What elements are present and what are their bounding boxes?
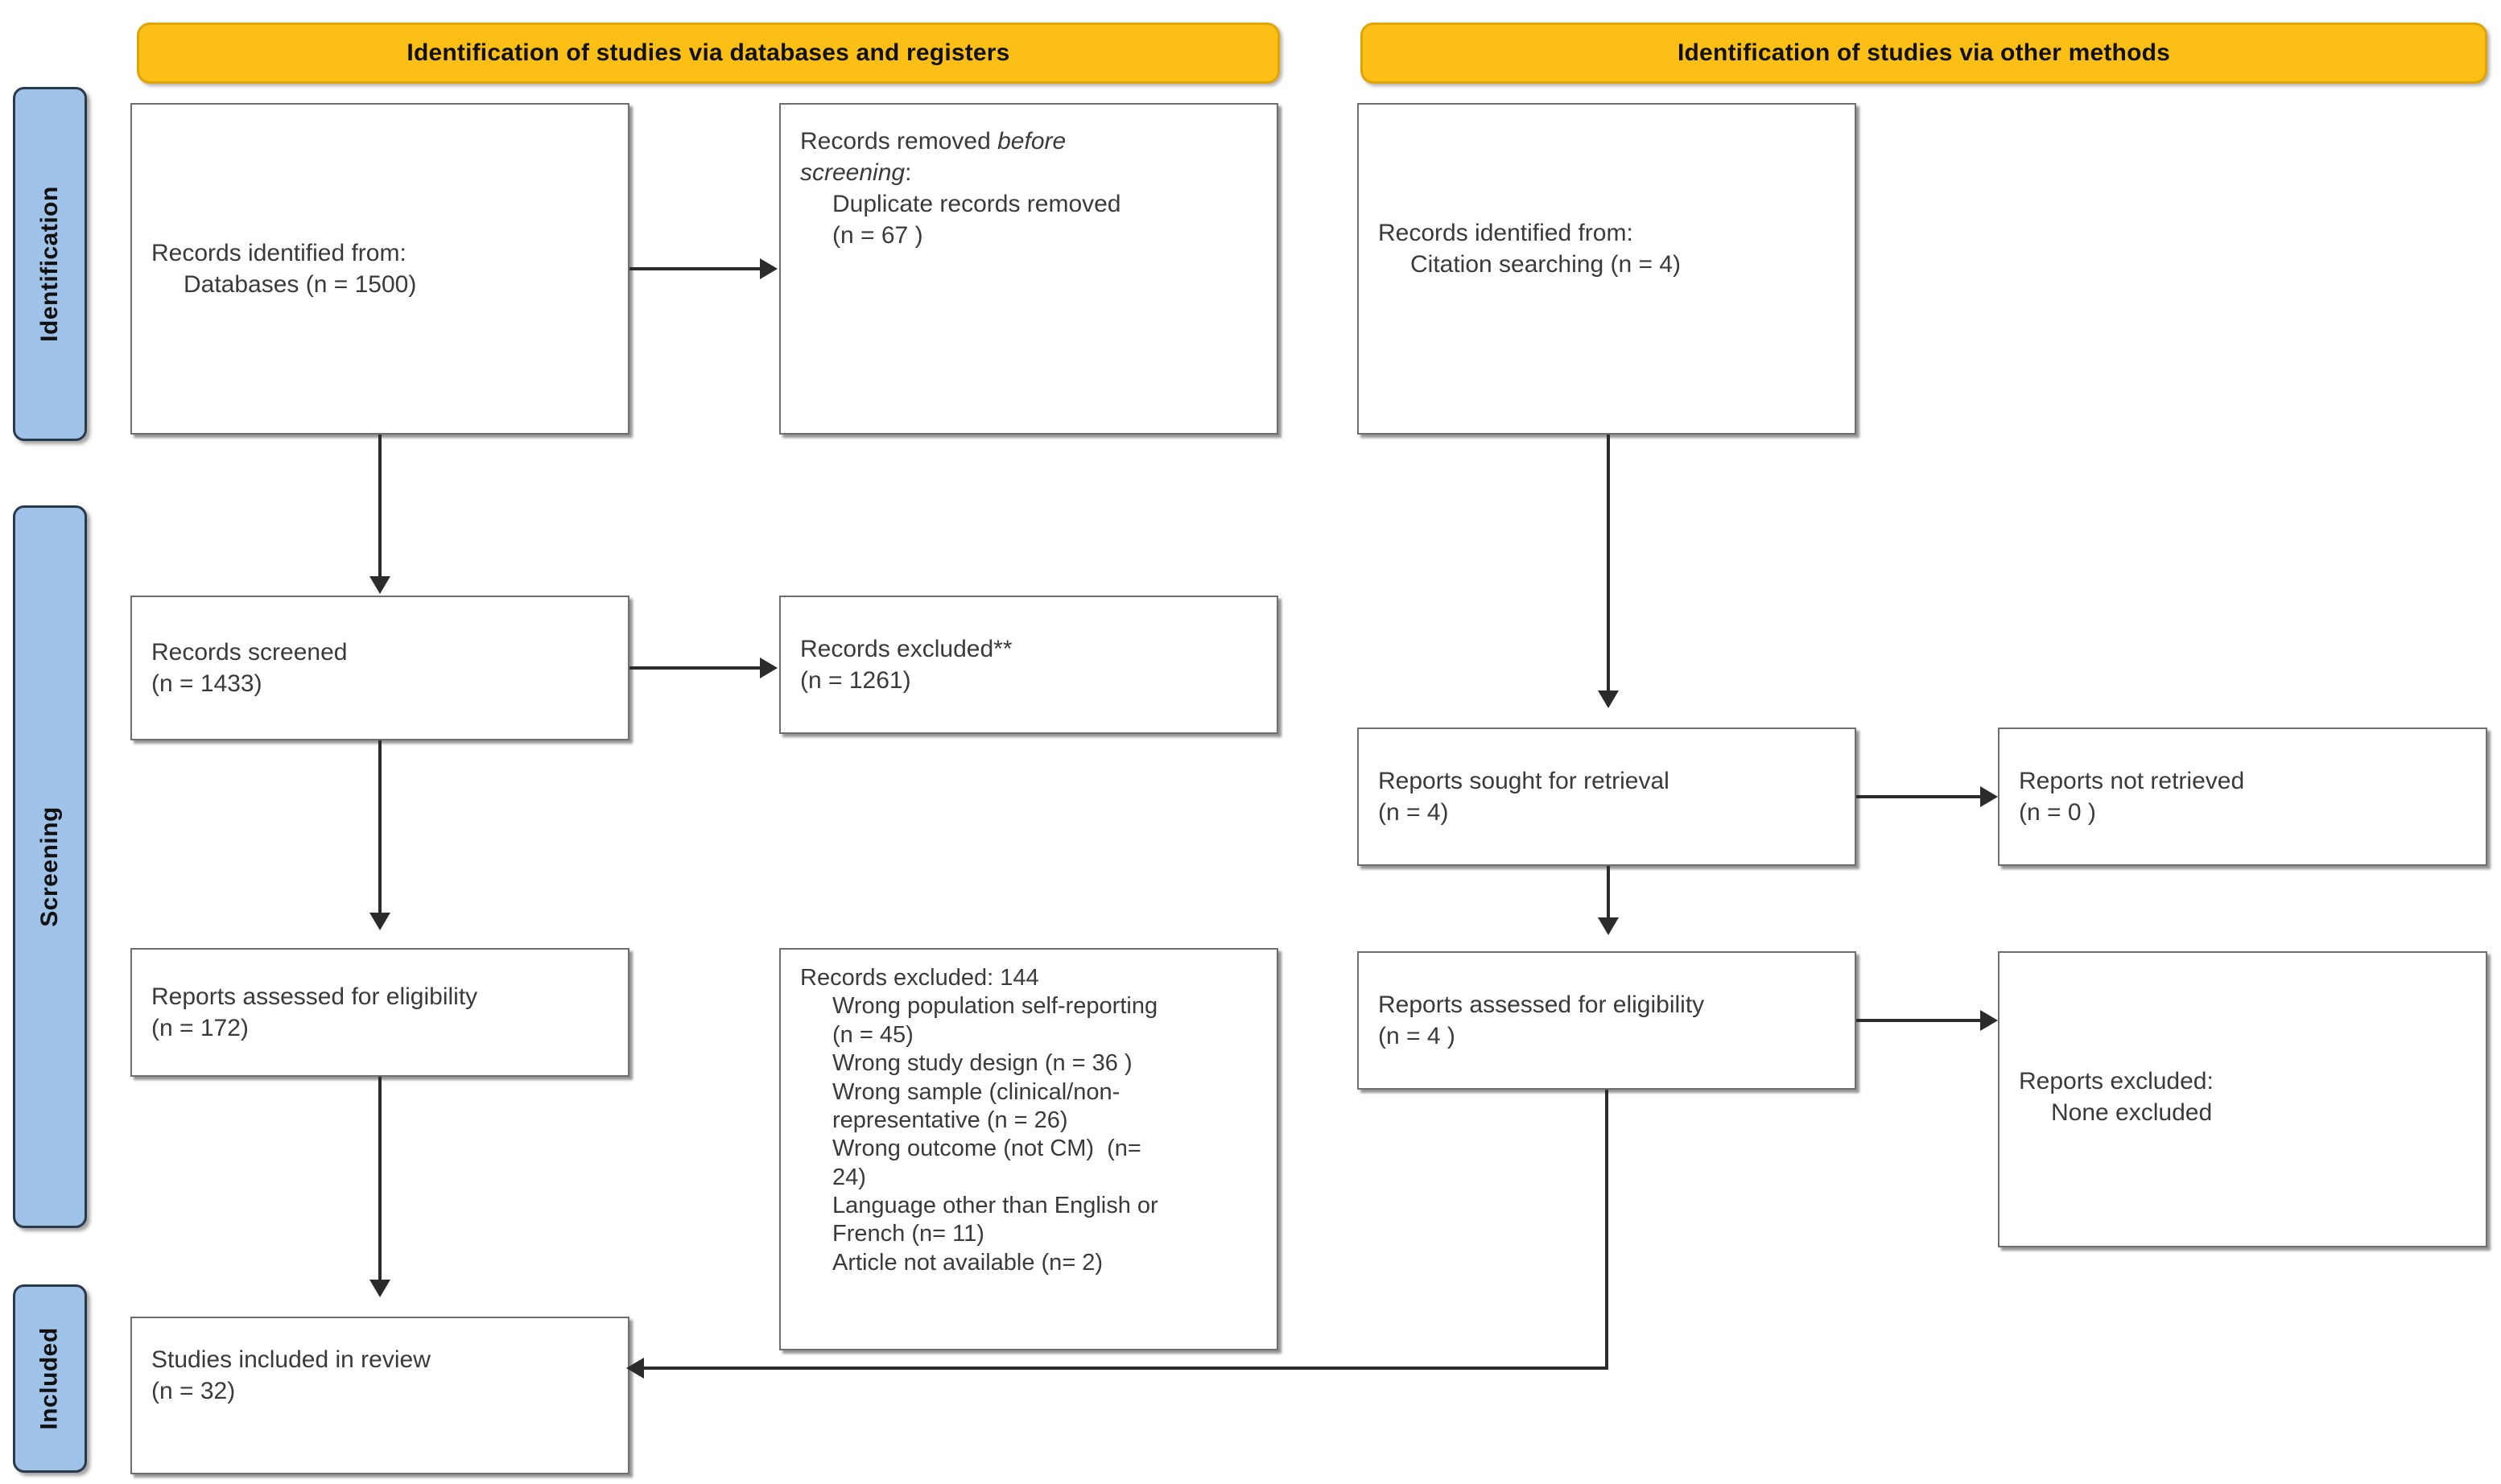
- box-reports-excluded-none: Reports excluded:None excluded: [1998, 951, 2487, 1247]
- box-records-identified-citation-searching: Records identified from:Citation searchi…: [1357, 103, 1856, 435]
- box-studies-included-in-review: Studies included in review(n = 32): [130, 1317, 629, 1474]
- arrowhead-citation-to-sought: [1598, 690, 1619, 708]
- box-records-identified-databases-text: Records identified from:Databases (n = 1…: [151, 240, 417, 298]
- connector-right-assessed-to-included: [644, 1367, 1608, 1370]
- banner-databases-registers: Identification of studies via databases …: [137, 23, 1280, 84]
- arrowhead-sought-to-not-retrieved: [1980, 786, 1998, 807]
- arrowhead-sought-to-assessed: [1598, 917, 1619, 935]
- box-reports-assessed-eligibility-left: Reports assessed for eligibility(n = 172…: [130, 948, 629, 1077]
- stage-label-screening-text: Screening: [36, 806, 63, 927]
- box-reports-excluded-none-text: Reports excluded:None excluded: [2019, 1068, 2214, 1126]
- arrowhead-identified-to-removed: [760, 258, 778, 279]
- connector-screened-to-assessed: [378, 740, 382, 914]
- connector-sought-to-not-retrieved: [1856, 795, 1982, 798]
- connector-sought-to-assessed: [1607, 866, 1610, 919]
- arrowhead-assessed-to-included: [369, 1280, 390, 1297]
- stage-label-included-text: Included: [36, 1327, 63, 1430]
- arrowhead-screened-to-excluded: [760, 657, 778, 678]
- connector-identified-to-screened: [378, 435, 382, 578]
- connector-identified-to-removed: [629, 267, 761, 270]
- box-reports-sought-for-retrieval-text: Reports sought for retrieval(n = 4): [1378, 768, 1669, 826]
- connector-assessed-to-reports-excluded: [1856, 1019, 1982, 1022]
- arrowhead-right-assessed-to-included: [626, 1358, 644, 1379]
- arrowhead-assessed-to-reports-excluded: [1980, 1010, 1998, 1031]
- stage-label-identification: Identification: [13, 87, 87, 441]
- box-reports-not-retrieved-text: Reports not retrieved(n = 0 ): [2019, 768, 2245, 826]
- connector-assessed-to-included: [378, 1077, 382, 1281]
- arrowhead-screened-to-assessed: [369, 913, 390, 930]
- stage-label-identification-text: Identification: [36, 186, 64, 342]
- banner-other-methods: Identification of studies via other meth…: [1360, 23, 2487, 84]
- box-records-identified-databases: Records identified from:Databases (n = 1…: [130, 103, 629, 435]
- banner-other-methods-label: Identification of studies via other meth…: [1678, 39, 2170, 66]
- box-reports-assessed-eligibility-right: Reports assessed for eligibility(n = 4 ): [1357, 951, 1856, 1090]
- stage-label-screening: Screening: [13, 505, 87, 1228]
- box-records-screened: Records screened(n = 1433): [130, 596, 629, 740]
- banner-databases-registers-label: Identification of studies via databases …: [407, 39, 1010, 66]
- box-reports-assessed-eligibility-right-text: Reports assessed for eligibility(n = 4 ): [1378, 991, 1705, 1049]
- box-records-excluded-text: Records excluded**(n = 1261): [800, 636, 1013, 694]
- box-records-screened-text: Records screened(n = 1433): [151, 639, 348, 697]
- connector-right-assessed-down: [1605, 1090, 1608, 1370]
- arrowhead-identified-to-screened: [369, 576, 390, 594]
- stage-label-included: Included: [13, 1284, 87, 1473]
- box-reports-sought-for-retrieval: Reports sought for retrieval(n = 4): [1357, 728, 1856, 866]
- box-records-excluded: Records excluded**(n = 1261): [779, 596, 1278, 734]
- box-reports-assessed-eligibility-left-text: Reports assessed for eligibility(n = 172…: [151, 983, 478, 1041]
- connector-screened-to-excluded: [629, 666, 761, 670]
- connector-citation-to-sought: [1607, 435, 1610, 692]
- box-records-identified-citation-searching-text: Records identified from:Citation searchi…: [1378, 220, 1682, 278]
- box-studies-included-in-review-text: Studies included in review(n = 32): [151, 1346, 431, 1404]
- box-reports-not-retrieved: Reports not retrieved(n = 0 ): [1998, 728, 2487, 866]
